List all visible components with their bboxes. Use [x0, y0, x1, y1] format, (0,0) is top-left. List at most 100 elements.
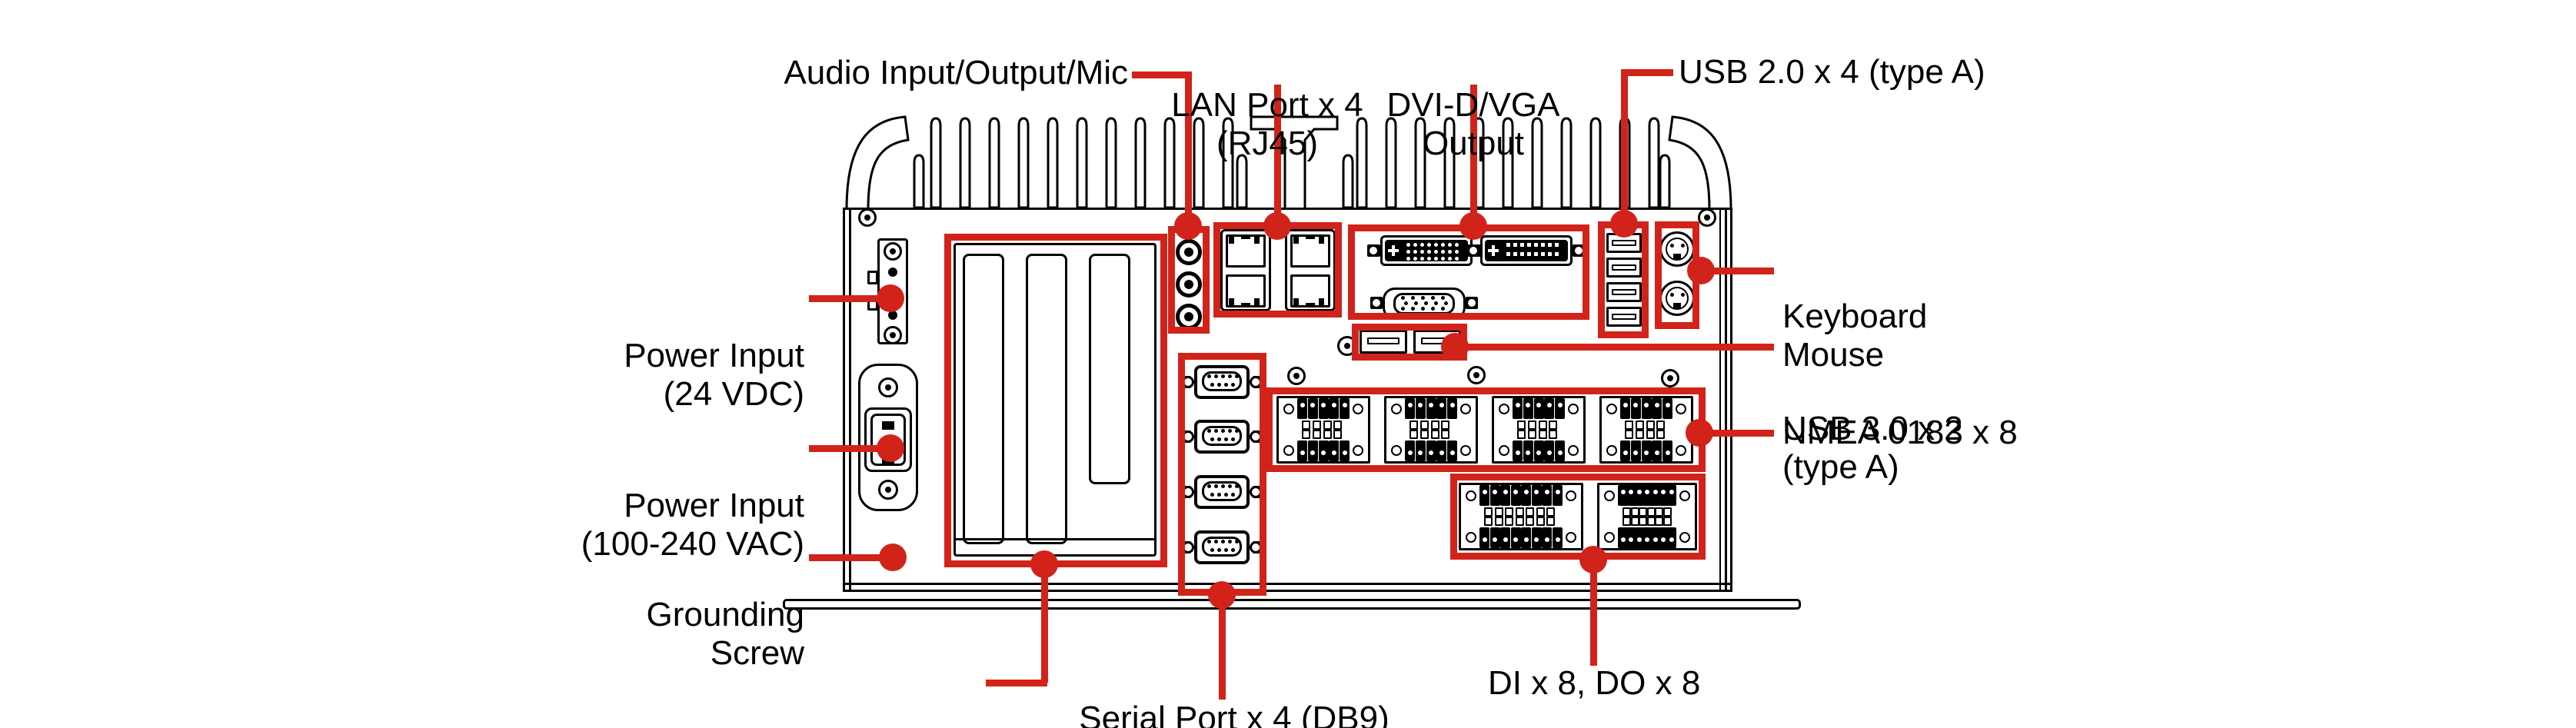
- heatsink: [845, 115, 1732, 209]
- callout-dot-dvi: [1459, 212, 1487, 240]
- terminal-pin: [1620, 398, 1630, 419]
- terminal-pin: [1405, 398, 1415, 419]
- terminal-pin-dot: [1331, 450, 1336, 455]
- usb3-tongue: [1367, 337, 1399, 344]
- terminal-pin-dot: [1515, 403, 1520, 407]
- dvi-screw: [1367, 244, 1380, 257]
- ps2-key: [1673, 254, 1681, 259]
- terminal-pin-dot: [1557, 403, 1563, 407]
- heatsink-fin: [1414, 117, 1426, 209]
- terminal-pin: [1626, 485, 1636, 506]
- terminal-pin-dot: [1644, 450, 1649, 455]
- heatsink-right-curl: [1668, 115, 1732, 209]
- terminal-pin-dot: [1526, 450, 1531, 455]
- heatsink-fin: [1659, 154, 1671, 209]
- db9-pin: [1230, 382, 1235, 387]
- ps2-port-inner: [1666, 238, 1689, 261]
- terminal-pin-dot: [1669, 490, 1674, 494]
- dvi-pin: [1520, 243, 1524, 247]
- dvi-pin: [1555, 252, 1559, 256]
- db9-pin: [1206, 539, 1211, 544]
- terminal-square: [1662, 517, 1672, 526]
- terminal-block-hole: [1499, 404, 1509, 414]
- vga-pin: [1410, 306, 1415, 311]
- heatsink-fin: [1222, 117, 1234, 209]
- terminal-pin: [1544, 398, 1555, 419]
- heatsink-fin: [1531, 117, 1543, 209]
- terminal-pin-dot: [1418, 450, 1423, 455]
- rj45-pin: [1293, 298, 1299, 305]
- terminal-pin-dot: [1439, 450, 1444, 455]
- dvi-pin: [1433, 256, 1438, 261]
- dvi-pin: [1548, 252, 1552, 256]
- vga-pin: [1440, 306, 1445, 311]
- chassis-right-inner-edge-2: [1719, 210, 1721, 590]
- terminal-pin: [1307, 398, 1318, 419]
- terminal-pin-dot: [1482, 490, 1487, 494]
- terminal-pin: [1618, 485, 1628, 506]
- heatsink-fin: [913, 154, 925, 209]
- terminal-pin: [1329, 398, 1340, 419]
- terminal-pin-dot: [1636, 490, 1642, 494]
- terminal-pin: [1340, 398, 1350, 419]
- ac-inlet-screw: [878, 377, 898, 397]
- terminal-square: [1546, 517, 1556, 526]
- vga-pin: [1410, 295, 1415, 300]
- callout-line-power-ac-h: [809, 445, 890, 452]
- audio-jack-hole: [1184, 248, 1193, 257]
- vga-pin: [1413, 301, 1418, 305]
- chassis-right-inner-edge: [1725, 210, 1727, 590]
- callout-line-keyboard-h: [1701, 268, 1774, 274]
- terminal-square: [1419, 421, 1429, 430]
- callout-dot-power-dc: [877, 284, 904, 312]
- highlight-box-dido-blocks: [1450, 474, 1706, 560]
- usb2-tongue: [1612, 314, 1636, 320]
- terminal-square: [1430, 421, 1439, 430]
- terminal-square: [1646, 430, 1655, 439]
- chassis-screw-center: [1293, 373, 1300, 379]
- db9-pin: [1216, 437, 1221, 441]
- dvi-key: [1492, 245, 1495, 256]
- dvi-pin: [1426, 249, 1431, 254]
- terminal-square: [1536, 507, 1545, 517]
- terminal-square: [1546, 507, 1556, 517]
- callout-line-power-dc-h: [809, 295, 890, 302]
- terminal-block-hole: [1606, 404, 1617, 414]
- terminal-pin-dot: [1669, 537, 1674, 542]
- rj45-pin: [1254, 298, 1260, 305]
- terminal-pin-dot: [1622, 403, 1628, 407]
- terminal-square: [1505, 507, 1514, 517]
- terminal-pin-dot: [1620, 537, 1626, 542]
- terminal-pin-dot: [1407, 403, 1413, 407]
- vga-pin: [1400, 306, 1405, 311]
- terminal-pin-dot: [1544, 537, 1549, 542]
- terminal-block-hole: [1353, 404, 1363, 414]
- heatsink-fin: [930, 117, 942, 209]
- terminal-pin-dot: [1536, 403, 1541, 407]
- heatsink-fin: [1385, 117, 1397, 209]
- terminal-pin-dot: [1310, 450, 1316, 455]
- terminal-square: [1494, 507, 1503, 517]
- heatsink-fin: [1076, 117, 1088, 209]
- terminal-square: [1538, 430, 1547, 439]
- terminal-block-hole: [1676, 445, 1686, 456]
- terminal-square: [1536, 517, 1545, 526]
- terminal-block-hole: [1391, 404, 1402, 414]
- terminal-pin-dot: [1644, 403, 1649, 407]
- heatsink-fin: [1163, 117, 1176, 209]
- rj45-latch: [1306, 303, 1315, 307]
- db9-pin: [1220, 428, 1225, 433]
- db9-pin: [1234, 374, 1239, 378]
- callout-line-usb2-v: [1621, 69, 1628, 224]
- chassis-bottom-inner-line: [845, 583, 1730, 585]
- terminal-pin-dot: [1429, 403, 1433, 407]
- dvi-pin: [1447, 242, 1452, 247]
- terminal-pin-dot: [1536, 450, 1541, 455]
- ps2-pin: [1669, 243, 1674, 248]
- pci-bracket-bar: [956, 538, 1154, 540]
- terminal-pin-dot: [1534, 537, 1539, 542]
- pci-slot-cutout: [1089, 254, 1130, 484]
- terminal-pin: [1666, 485, 1676, 506]
- terminal-pin-dot: [1300, 450, 1305, 455]
